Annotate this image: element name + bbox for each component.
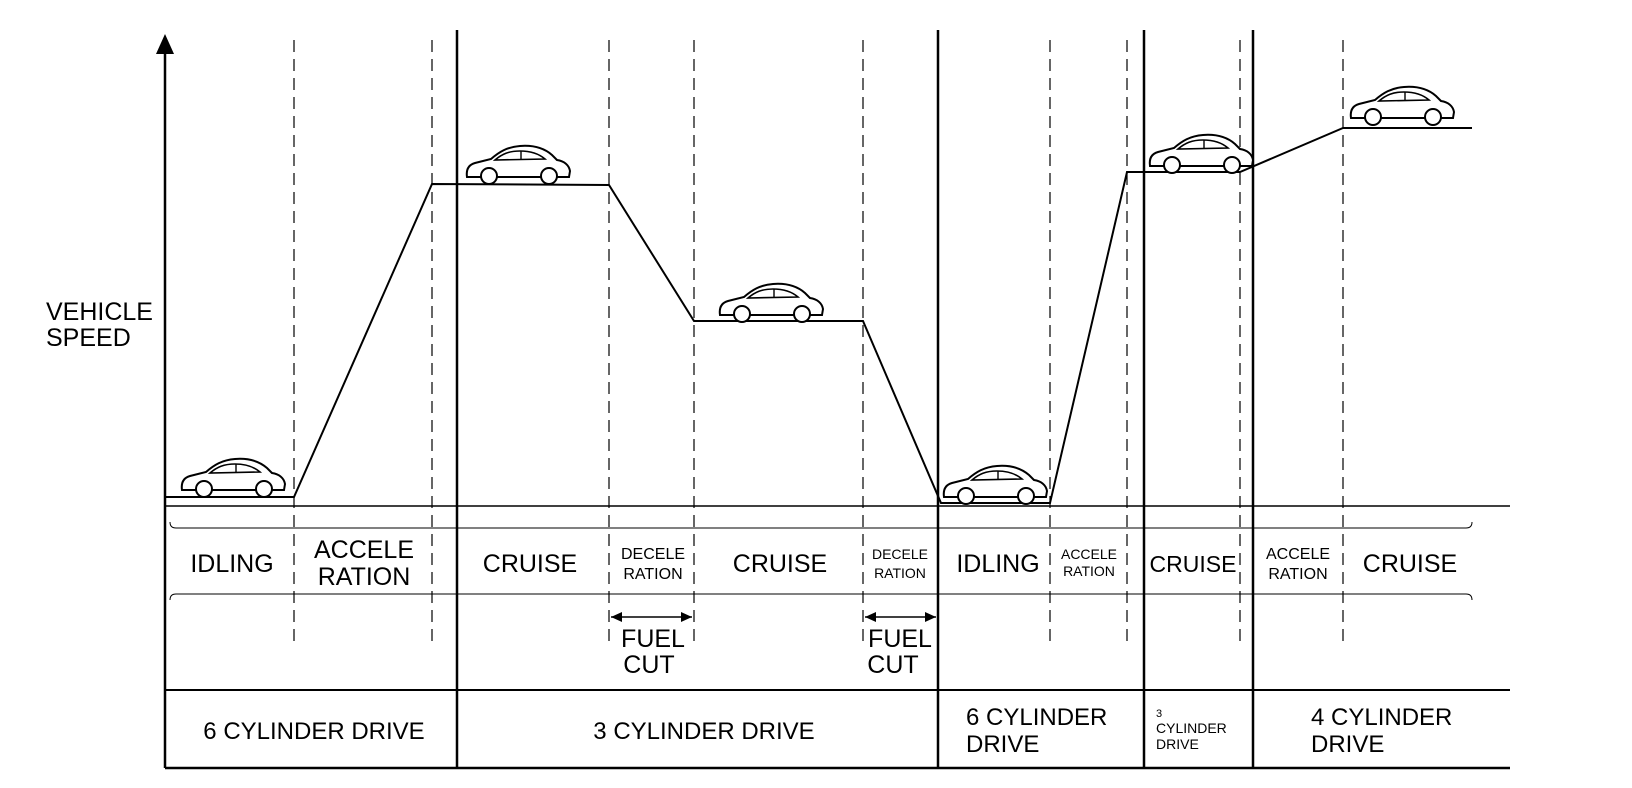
mode-3-line1: 6 CYLINDER (966, 704, 1107, 731)
car-icon (942, 464, 1048, 505)
phase-cruise-2: CRUISE (733, 550, 827, 578)
baselines (165, 505, 1510, 770)
arrow-right-icon (681, 612, 692, 622)
fuel-cut-1-line1: FUEL (621, 625, 685, 653)
phase-accel-2-line2: RATION (1063, 563, 1115, 579)
phase-cruise-1: CRUISE (483, 550, 577, 578)
fuel-cut-arrow-1 (611, 612, 692, 622)
fuel-cut-2-line1: FUEL (868, 625, 932, 653)
y-axis-label-line2: SPEED (46, 324, 131, 352)
phase-idling-2: IDLING (956, 550, 1039, 578)
car-icon (1349, 85, 1455, 126)
phase-decel-2-line1: DECELE (872, 546, 928, 562)
vehicle-speed-line (165, 127, 1472, 504)
arrow-left-icon (865, 612, 876, 622)
phase-dividers (293, 40, 1344, 646)
mode-2: 3 CYLINDER DRIVE (593, 718, 814, 745)
phase-cruise-3: CRUISE (1150, 551, 1237, 577)
phase-band (169, 521, 1473, 601)
y-axis-arrow-icon (156, 34, 174, 54)
fuel-cut-1-line2: CUT (623, 651, 674, 679)
car-icon (718, 282, 824, 323)
phase-decel-1-line2: RATION (623, 566, 682, 583)
fuel-cut-2-line2: CUT (867, 651, 918, 679)
phase-decel-1-line1: DECELE (621, 546, 685, 563)
mode-4-line3: DRIVE (1156, 736, 1199, 752)
arrow-right-icon (925, 612, 936, 622)
mode-dividers (455, 30, 1255, 768)
mode-4-line2: CYLINDER (1156, 720, 1227, 736)
car-icon (465, 144, 571, 185)
car-icon (180, 457, 286, 498)
mode-5-line2: DRIVE (1311, 731, 1384, 758)
mode-4-line1: 3 (1156, 708, 1162, 720)
phase-decel-2-line2: RATION (874, 565, 926, 581)
phase-accel-2-line1: ACCELE (1061, 546, 1117, 562)
mode-3-line2: DRIVE (966, 731, 1039, 758)
phase-cruise-4: CRUISE (1363, 550, 1457, 578)
y-axis-label-line1: VEHICLE (46, 298, 153, 326)
fuel-cut-arrow-2 (865, 612, 936, 622)
phase-accel-1-line1: ACCELE (314, 536, 414, 564)
car-icon (1148, 133, 1254, 174)
phase-idling-1: IDLING (190, 550, 273, 578)
phase-accel-1-line2: RATION (318, 563, 411, 591)
phase-accel-3-line1: ACCELE (1266, 546, 1330, 563)
phase-accel-3-line2: RATION (1268, 566, 1327, 583)
mode-1: 6 CYLINDER DRIVE (203, 718, 424, 745)
y-axis (156, 34, 174, 768)
mode-5-line1: 4 CYLINDER (1311, 704, 1452, 731)
arrow-left-icon (611, 612, 622, 622)
